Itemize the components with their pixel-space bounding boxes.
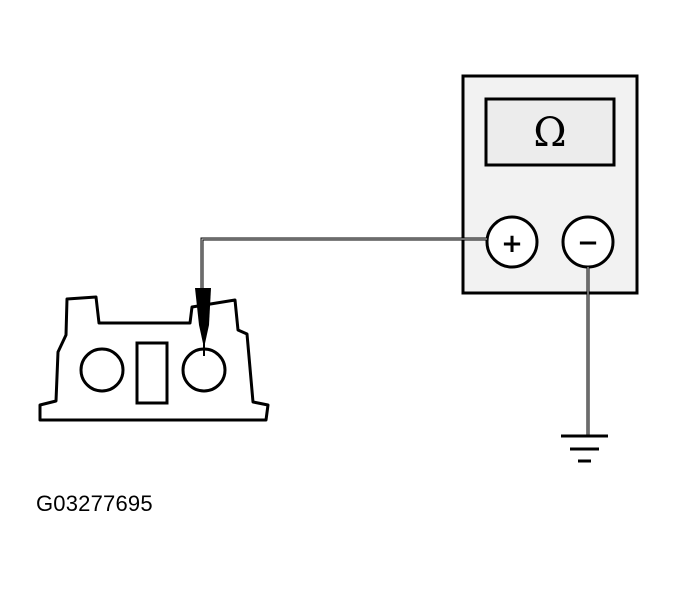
ohm-symbol: Ω — [533, 110, 566, 156]
test-probe-icon — [195, 288, 211, 356]
ground-symbol-icon — [561, 434, 608, 463]
connector-cavity-center — [135, 341, 169, 405]
ohmmeter-display — [484, 97, 616, 167]
negative-terminal-label: − — [577, 228, 599, 258]
positive-terminal-label: + — [501, 229, 523, 259]
figure-id-label: G03277695 — [36, 491, 153, 516]
electrical-connector-icon — [38, 295, 270, 422]
positive-terminal — [485, 215, 539, 269]
connector-housing — [38, 295, 270, 422]
connector-cavity-left — [79, 347, 125, 393]
positive-lead-wire — [200, 237, 487, 290]
ohmmeter-icon: Ω + − — [461, 74, 639, 295]
